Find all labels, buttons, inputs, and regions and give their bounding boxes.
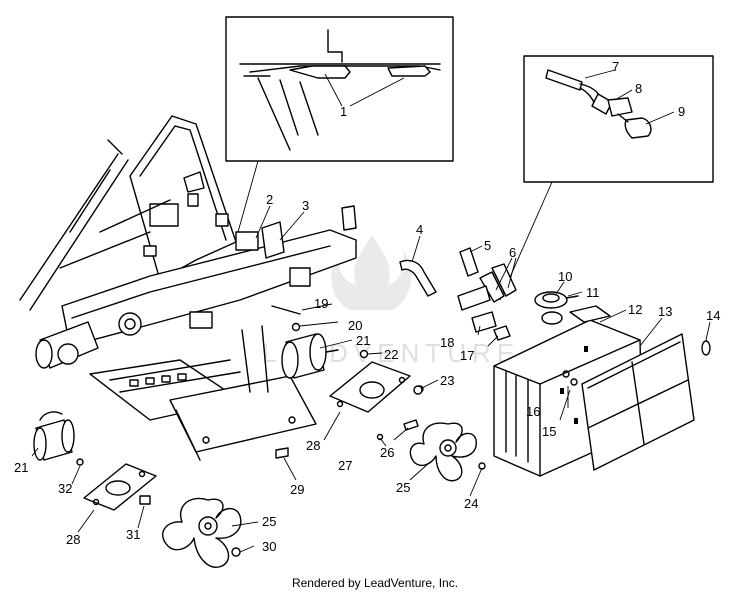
- leader-lines: [31, 205, 711, 553]
- callout-6: 6: [509, 245, 516, 260]
- callout-32: 32: [58, 481, 72, 496]
- callout-10: 10: [558, 269, 572, 284]
- footer-credit: Rendered by LeadVenture, Inc.: [291, 576, 459, 590]
- callout-31: 31: [126, 527, 140, 542]
- callout-2: 2: [266, 192, 273, 207]
- callout-28a: 28: [306, 438, 320, 453]
- callout-25a: 25: [396, 480, 410, 495]
- callout-22: 22: [384, 347, 398, 362]
- screen: [581, 333, 711, 471]
- callout-29: 29: [290, 482, 304, 497]
- callout-25b: 25: [262, 514, 276, 529]
- callout-17: 17: [460, 348, 474, 363]
- callout-26: 26: [380, 445, 394, 460]
- fan-assembly-left: [33, 411, 242, 568]
- callout-11: 11: [586, 285, 600, 300]
- callout-15: 15: [542, 424, 556, 439]
- callout-20: 20: [348, 318, 362, 333]
- callout-27: 27: [338, 458, 352, 473]
- callout-18: 18: [440, 335, 454, 350]
- callout-24: 24: [464, 496, 478, 511]
- callout-5: 5: [484, 238, 491, 253]
- callout-16: 16: [526, 404, 540, 419]
- inset-detail-2: [523, 55, 714, 183]
- main-frame: [19, 115, 357, 461]
- callout-19: 19: [314, 296, 328, 311]
- callout-28b: 28: [66, 532, 80, 547]
- callouts: 1 2 3 4 5 6 7 8 9 10 11 12 13 14 15 16 1…: [14, 59, 720, 554]
- callout-1: 1: [340, 104, 347, 119]
- hardware: [271, 305, 423, 459]
- callout-13: 13: [658, 304, 672, 319]
- callout-9: 9: [678, 104, 685, 119]
- callout-7: 7: [612, 59, 619, 74]
- callout-3: 3: [302, 198, 309, 213]
- callout-21a: 21: [356, 333, 370, 348]
- callout-4: 4: [416, 222, 423, 237]
- callout-12: 12: [628, 302, 642, 317]
- callout-8: 8: [635, 81, 642, 96]
- callout-30: 30: [262, 539, 276, 554]
- inset-detail-1: [225, 16, 454, 162]
- hose-assembly: [399, 247, 579, 341]
- callout-21b: 21: [14, 460, 28, 475]
- callout-14: 14: [706, 308, 720, 323]
- fan-assembly-right: [281, 333, 486, 482]
- callout-23: 23: [440, 373, 454, 388]
